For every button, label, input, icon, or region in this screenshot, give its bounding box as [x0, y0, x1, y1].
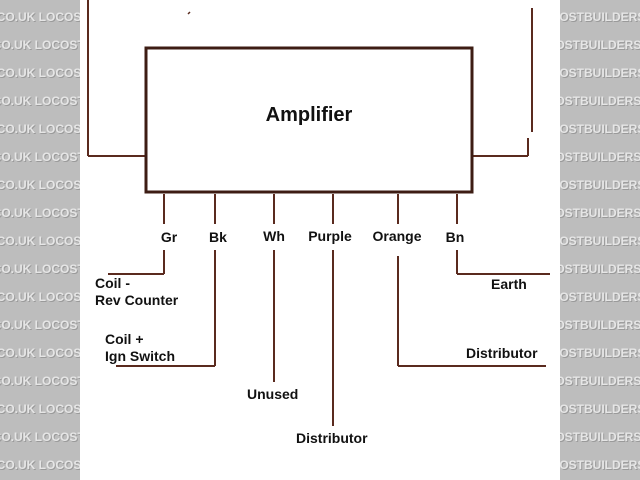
destination-purple: Distributor	[296, 430, 368, 446]
loop-top-tick	[187, 11, 191, 15]
watermark-row: LOCOSTBUILDERS.CO.UK LOCOSTBUILDERS.CO.U…	[560, 122, 640, 136]
watermark-row: LOCOSTBUILDERS.CO.UK LOCOSTBUILDERS.CO.U…	[0, 178, 80, 192]
amplifier-label: Amplifier	[265, 104, 353, 126]
watermark-row: LOCOSTBUILDERS.CO.UK LOCOSTBUILDERS.CO.U…	[560, 206, 640, 220]
watermark-row: LOCOSTBUILDERS.CO.UK LOCOSTBUILDERS.CO.U…	[560, 178, 640, 192]
watermark-row: LOCOSTBUILDERS.CO.UK LOCOSTBUILDERS.CO.U…	[560, 430, 640, 444]
watermark-row: LOCOSTBUILDERS.CO.UK LOCOSTBUILDERS.CO.U…	[560, 402, 640, 416]
wire-code-orange: Orange	[372, 228, 422, 244]
watermark-row: LOCOSTBUILDERS.CO.UK LOCOSTBUILDERS.CO.U…	[0, 122, 80, 136]
destination-gr-line1: Coil -	[95, 275, 130, 291]
watermark-row: LOCOSTBUILDERS.CO.UK LOCOSTBUILDERS.CO.U…	[560, 94, 640, 108]
watermark-row: LOCOSTBUILDERS.CO.UK LOCOSTBUILDERS.CO.U…	[560, 318, 640, 332]
watermark-row: LOCOSTBUILDERS.CO.UK LOCOSTBUILDERS.CO.U…	[560, 290, 640, 304]
wire-code-purple: Purple	[308, 228, 352, 244]
watermark-row: LOCOSTBUILDERS.CO.UK LOCOSTBUILDERS.CO.U…	[0, 66, 80, 80]
wiring-lines	[87, 0, 550, 426]
watermark-row: LOCOSTBUILDERS.CO.UK LOCOSTBUILDERS.CO.U…	[560, 458, 640, 472]
watermark-row: LOCOSTBUILDERS.CO.UK LOCOSTBUILDERS.CO.U…	[560, 374, 640, 388]
watermark-strip-left: LOCOSTBUILDERS.CO.UK LOCOSTBUILDERS.CO.U…	[0, 0, 80, 480]
wire-code-bk: Bk	[209, 229, 227, 245]
watermark-row: LOCOSTBUILDERS.CO.UK LOCOSTBUILDERS.CO.U…	[0, 458, 80, 472]
watermark-strip-right: LOCOSTBUILDERS.CO.UK LOCOSTBUILDERS.CO.U…	[560, 0, 640, 480]
watermark-row: LOCOSTBUILDERS.CO.UK LOCOSTBUILDERS.CO.U…	[0, 402, 80, 416]
destination-bn: Earth	[491, 276, 527, 292]
watermark-row: LOCOSTBUILDERS.CO.UK LOCOSTBUILDERS.CO.U…	[0, 290, 80, 304]
watermark-row: LOCOSTBUILDERS.CO.UK LOCOSTBUILDERS.CO.U…	[0, 38, 80, 52]
watermark-row: LOCOSTBUILDERS.CO.UK LOCOSTBUILDERS.CO.U…	[0, 318, 80, 332]
watermark-row: LOCOSTBUILDERS.CO.UK LOCOSTBUILDERS.CO.U…	[0, 150, 80, 164]
watermark-row: LOCOSTBUILDERS.CO.UK LOCOSTBUILDERS.CO.U…	[560, 10, 640, 24]
watermark-row: LOCOSTBUILDERS.CO.UK LOCOSTBUILDERS.CO.U…	[0, 94, 80, 108]
watermark-row: LOCOSTBUILDERS.CO.UK LOCOSTBUILDERS.CO.U…	[0, 430, 80, 444]
watermark-row: LOCOSTBUILDERS.CO.UK LOCOSTBUILDERS.CO.U…	[0, 206, 80, 220]
destination-wh: Unused	[247, 386, 299, 402]
watermark-row: LOCOSTBUILDERS.CO.UK LOCOSTBUILDERS.CO.U…	[560, 262, 640, 276]
watermark-row: LOCOSTBUILDERS.CO.UK LOCOSTBUILDERS.CO.U…	[0, 346, 80, 360]
watermark-row: LOCOSTBUILDERS.CO.UK LOCOSTBUILDERS.CO.U…	[560, 346, 640, 360]
watermark-row: LOCOSTBUILDERS.CO.UK LOCOSTBUILDERS.CO.U…	[560, 38, 640, 52]
wire-code-gr: Gr	[160, 229, 178, 245]
wiring-diagram: Amplifier Gr Bk Wh Purple Orange Bn Coil…	[80, 0, 560, 480]
watermark-row: LOCOSTBUILDERS.CO.UK LOCOSTBUILDERS.CO.U…	[0, 262, 80, 276]
wire-code-wh: Wh	[263, 228, 285, 244]
destination-bk-line1: Coil +	[105, 331, 144, 347]
watermark-row: LOCOSTBUILDERS.CO.UK LOCOSTBUILDERS.CO.U…	[560, 66, 640, 80]
amplifier-box	[144, 46, 474, 194]
destination-orange: Distributor	[466, 345, 538, 361]
watermark-row: LOCOSTBUILDERS.CO.UK LOCOSTBUILDERS.CO.U…	[560, 150, 640, 164]
watermark-row: LOCOSTBUILDERS.CO.UK LOCOSTBUILDERS.CO.U…	[0, 374, 80, 388]
watermark-row: LOCOSTBUILDERS.CO.UK LOCOSTBUILDERS.CO.U…	[0, 10, 80, 24]
destination-gr-line2: Rev Counter	[95, 292, 179, 308]
watermark-row: LOCOSTBUILDERS.CO.UK LOCOSTBUILDERS.CO.U…	[560, 234, 640, 248]
wire-code-bn: Bn	[445, 229, 465, 245]
watermark-row: LOCOSTBUILDERS.CO.UK LOCOSTBUILDERS.CO.U…	[0, 234, 80, 248]
destination-bk-line2: Ign Switch	[105, 348, 175, 364]
